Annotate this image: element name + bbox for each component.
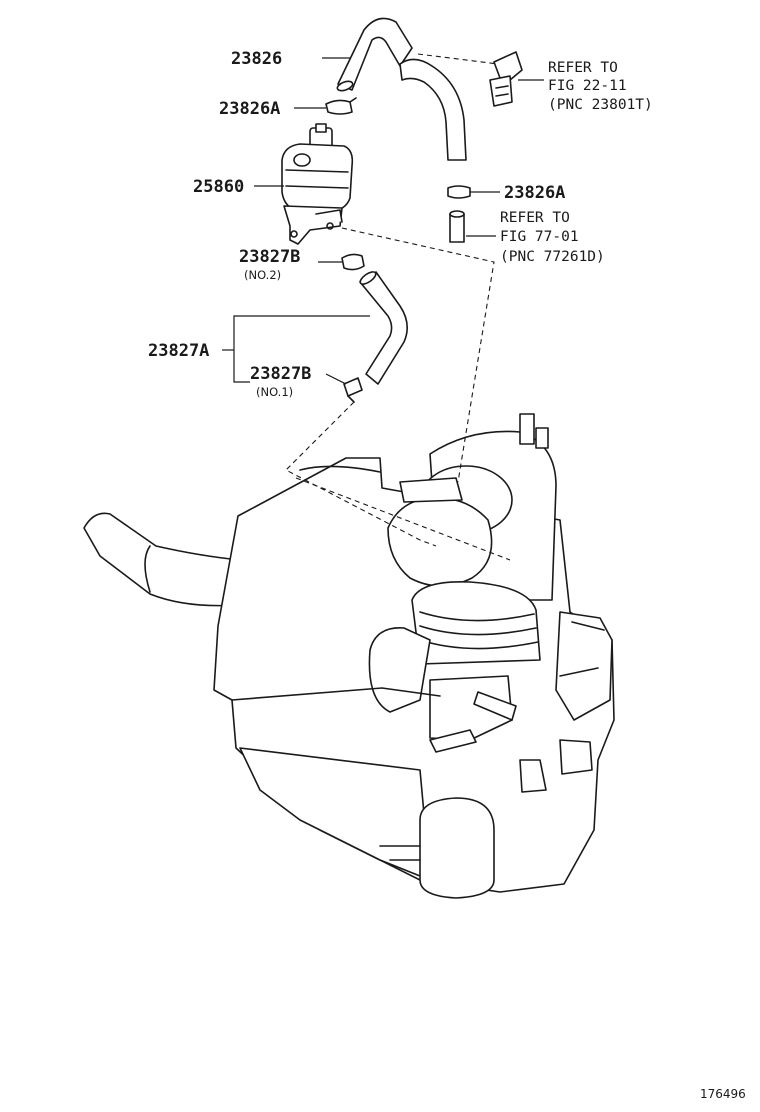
label-23826a-top: 23826A <box>219 99 280 119</box>
connector-ref-22-11 <box>489 51 523 107</box>
label-23827b-no2: 23827B <box>239 247 300 267</box>
clamp-23827b-no2 <box>341 253 365 271</box>
dashed-links <box>285 53 511 561</box>
hose-23826 <box>336 17 467 161</box>
label-no2: (NO.2) <box>244 268 281 282</box>
ref2-line2: FIG 77-01 <box>500 229 579 245</box>
label-23826a-right: 23826A <box>504 183 565 203</box>
clamp-23826a-right <box>447 185 471 199</box>
ref1-line1: REFER TO <box>548 60 618 76</box>
clamp-23827b-no1 <box>343 377 363 403</box>
part-labels: 23826 23826A 25860 23826A 23827B (NO.2) … <box>148 49 565 399</box>
figure-id: 176496 <box>700 1087 746 1101</box>
label-23827b-no1: 23827B <box>250 364 311 384</box>
label-23826: 23826 <box>231 49 282 69</box>
label-23827a: 23827A <box>148 341 209 361</box>
leader-lines <box>222 57 544 385</box>
engine-assembly <box>83 413 615 899</box>
valve-25860 <box>281 123 354 245</box>
hose-23827a <box>359 271 408 385</box>
ref2-line1: REFER TO <box>500 210 570 226</box>
ref1-line2: FIG 22-11 <box>548 78 627 94</box>
pipe-stub <box>449 210 465 243</box>
reference-labels: REFER TO FIG 22-11 (PNC 23801T) REFER TO… <box>500 60 653 265</box>
label-25860: 25860 <box>193 177 244 197</box>
clamp-23826a-top <box>325 97 357 115</box>
label-no1: (NO.1) <box>256 385 293 399</box>
ref1-line3: (PNC 23801T) <box>548 97 653 113</box>
ref2-line3: (PNC 77261D) <box>500 249 605 265</box>
